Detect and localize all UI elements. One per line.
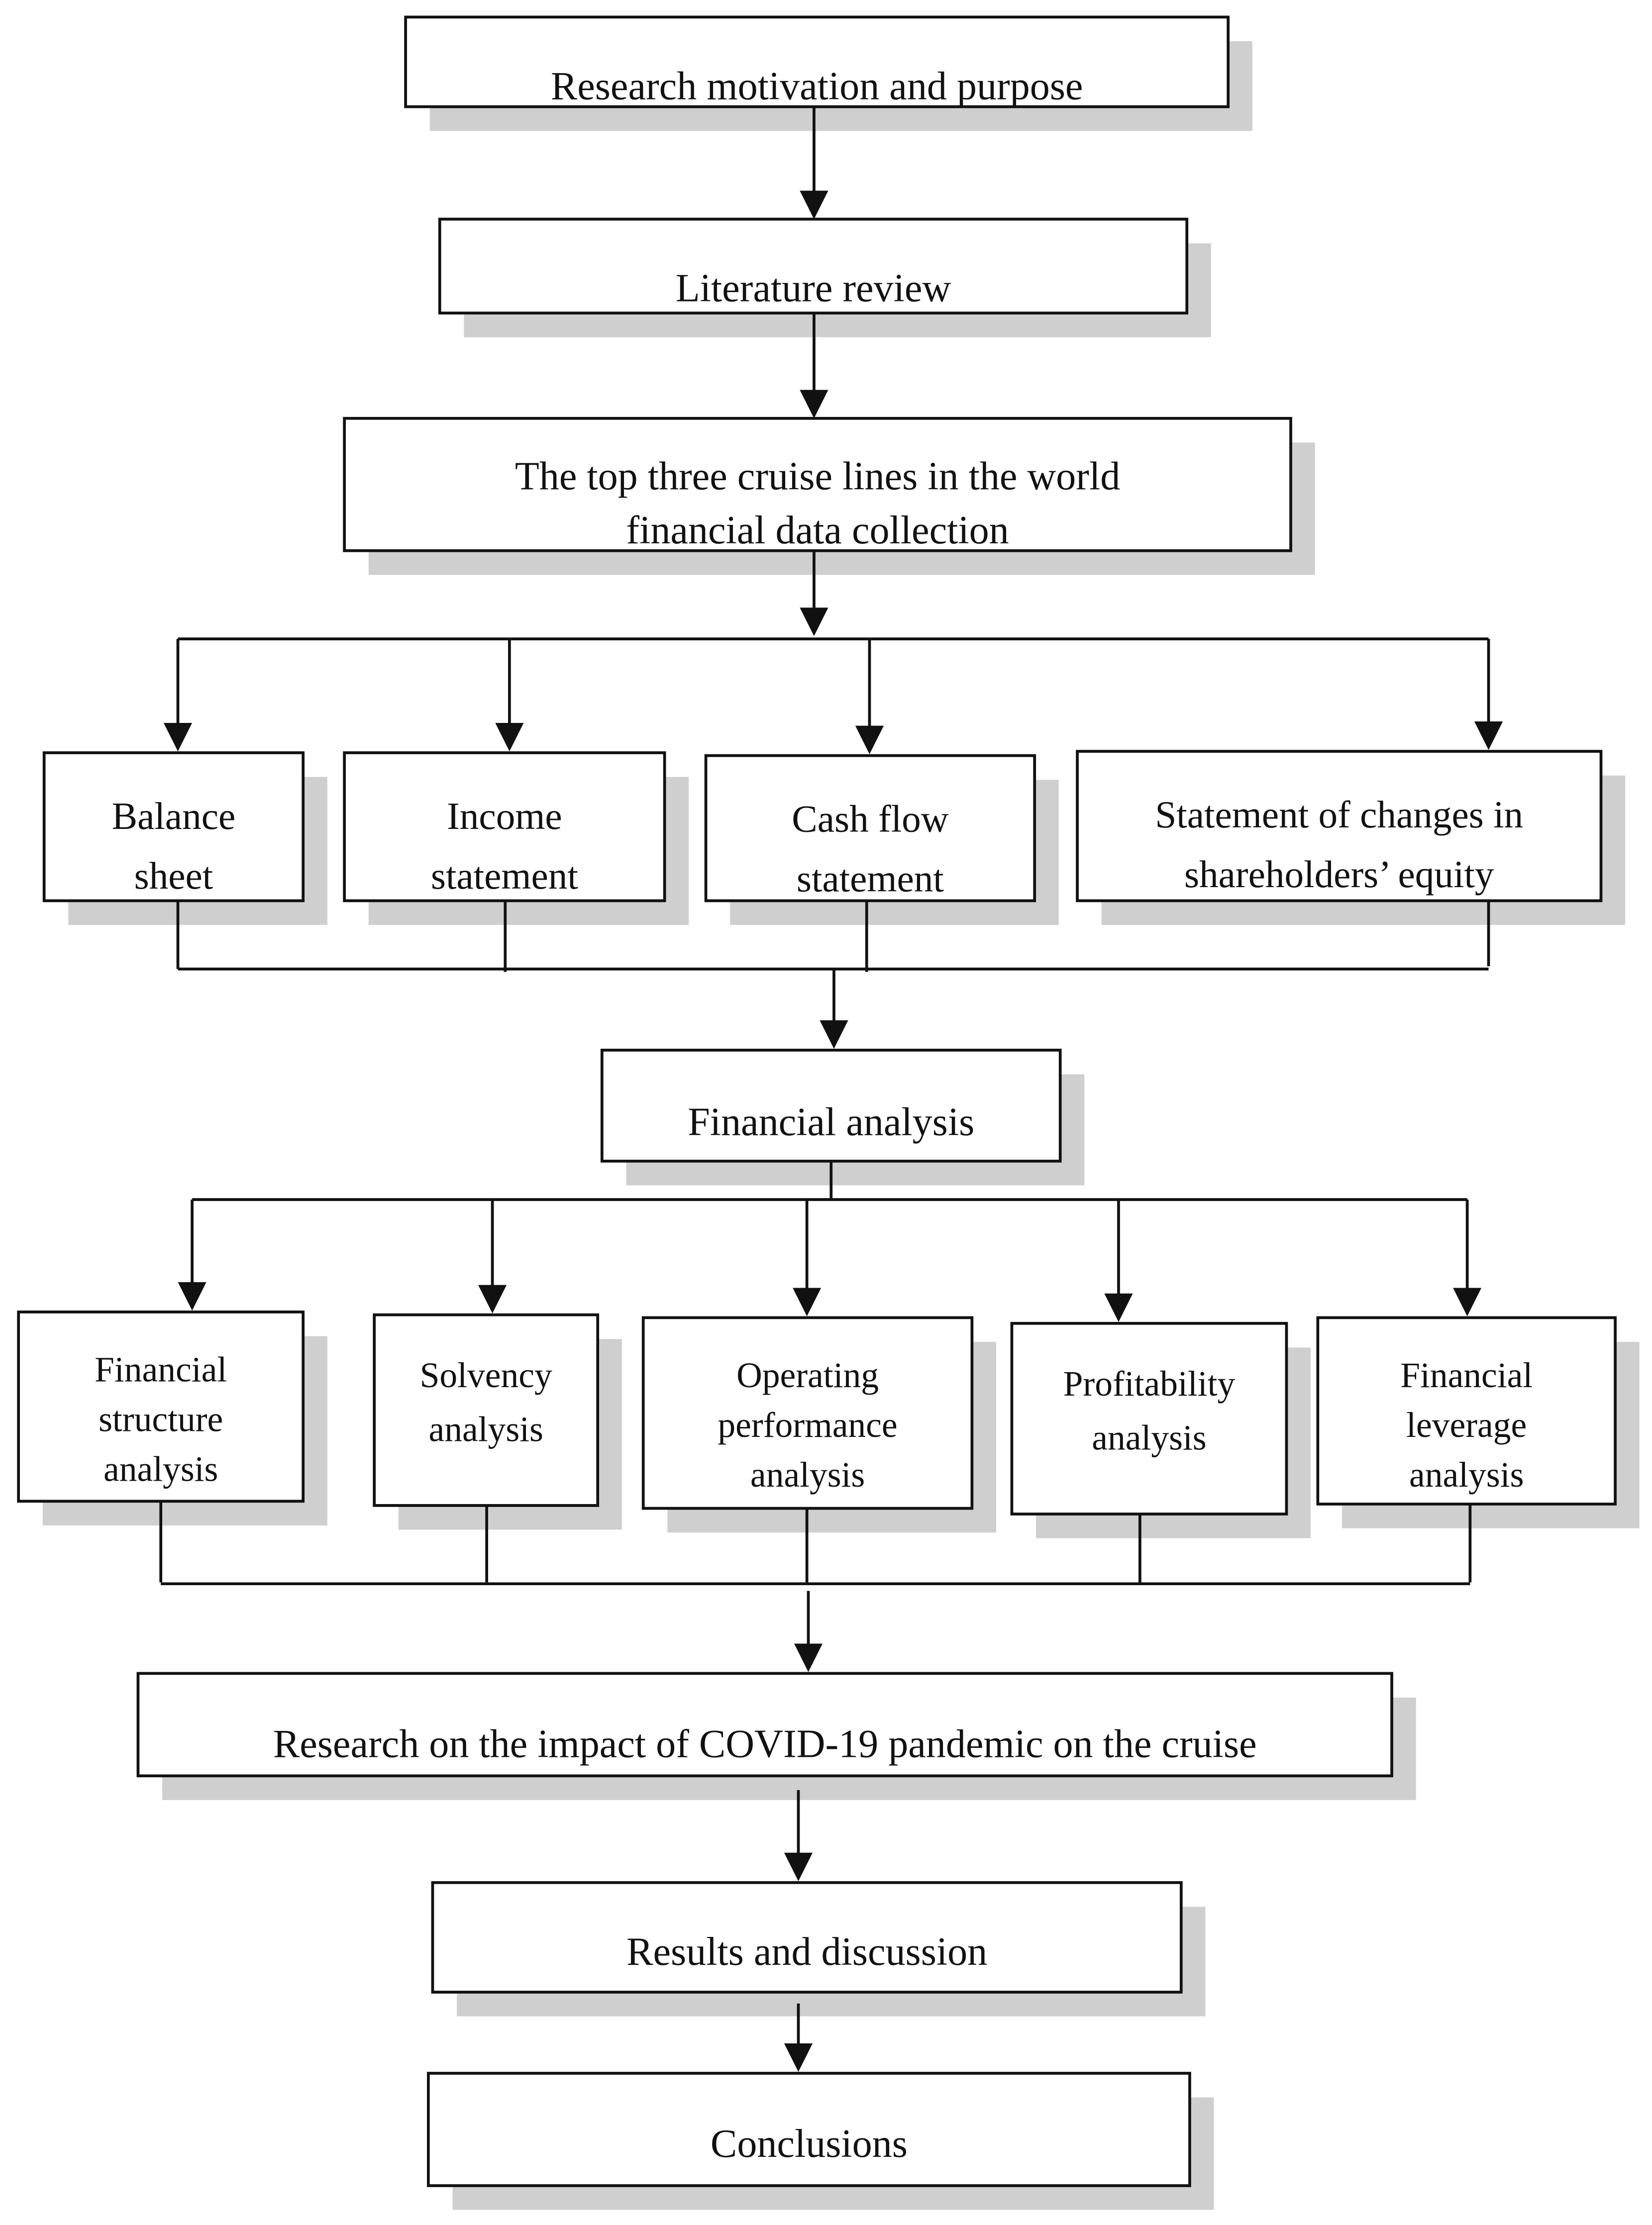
data-collection-frame [343,416,1292,552]
cash-flow-statement-box: Cash flow statement [704,754,1036,903]
balance-sheet-box: Balance sheet [42,751,305,903]
balance-sheet-label-line-2: sheet [134,854,213,897]
equity-statement-label-line-2: shareholders’ equity [1184,853,1494,896]
financial-leverage-label-line-3: analysis [1409,1455,1524,1495]
profitability-box: Profitability analysis [1010,1321,1288,1516]
balance-sheet-label-line-1: Balance [112,795,236,837]
equity-statement-frame [1076,750,1603,903]
research-motivation-box: Research motivation and purpose [404,15,1230,108]
operating-performance-label-line-2: performance [718,1406,897,1445]
conclusions-label-line-1: Conclusions [711,2122,908,2166]
profitability-label-line-2: analysis [1092,1418,1206,1458]
data-collection-box: The top three cruise lines in the world f… [343,416,1292,552]
financial-analysis-label-line-1: Financial analysis [688,1101,974,1144]
income-statement-frame [343,751,666,903]
cash-flow-statement-label-line-2: statement [797,857,944,900]
solvency-box: Solvency analysis [373,1313,600,1507]
financial-leverage-label-line-2: leverage [1406,1406,1527,1445]
financial-structure-box: Financial structure analysis [17,1311,305,1503]
equity-statement-label-line-1: Statement of changes in [1155,793,1523,836]
equity-statement-box: Statement of changes in shareholders’ equ… [1076,750,1603,903]
income-statement-label-line-2: statement [431,854,578,897]
literature-review-box: Literature review [438,217,1189,315]
profitability-frame [1010,1321,1288,1516]
income-statement-label-line-1: Income [447,795,562,837]
financial-leverage-label-line-1: Financial [1400,1356,1533,1395]
financial-leverage-box: Financial leverage analysis [1316,1316,1617,1506]
covid-impact-frame [136,1672,1393,1778]
covid-impact-label-line-1: Research on the impact of COVID-19 pande… [273,1722,1257,1766]
solvency-label-line-1: Solvency [420,1356,552,1395]
conclusions-frame [426,2072,1191,2187]
covid-impact-box: Research on the impact of COVID-19 pande… [136,1672,1393,1778]
solvency-label-line-2: analysis [429,1410,543,1449]
financial-structure-label-line-3: analysis [103,1450,218,1489]
income-statement-box: Income statement [343,751,666,903]
financial-structure-label-line-2: structure [99,1400,223,1439]
data-collection-label-line-2: financial data collection [626,508,1009,552]
operating-performance-box: Operating performance analysis [641,1316,974,1510]
financial-analysis-box: Financial analysis [600,1048,1062,1163]
cash-flow-statement-label-line-1: Cash flow [792,798,949,840]
balance-sheet-frame [42,751,305,903]
results-frame [431,1881,1183,1994]
results-label-line-1: Results and discussion [626,1930,987,1974]
profitability-label-line-1: Profitability [1063,1364,1236,1404]
financial-structure-label-line-1: Financial [95,1350,227,1389]
financial-structure-frame [17,1311,305,1503]
data-collection-label-line-1: The top three cruise lines in the world [515,454,1120,498]
operating-performance-label-line-3: analysis [750,1455,865,1495]
financial-leverage-frame [1316,1316,1617,1506]
financial-analysis-frame [600,1048,1062,1163]
research-motivation-frame [404,15,1230,108]
literature-review-frame [438,217,1189,315]
results-box: Results and discussion [431,1881,1183,1994]
operating-performance-label-line-1: Operating [736,1356,879,1395]
conclusions-box: Conclusions [426,2072,1191,2187]
cash-flow-statement-frame [704,754,1036,903]
research-motivation-label-line-1: Research motivation and purpose [551,65,1083,108]
solvency-frame [373,1313,600,1507]
literature-review-label-line-1: Literature review [676,267,951,310]
operating-performance-frame [641,1316,974,1510]
